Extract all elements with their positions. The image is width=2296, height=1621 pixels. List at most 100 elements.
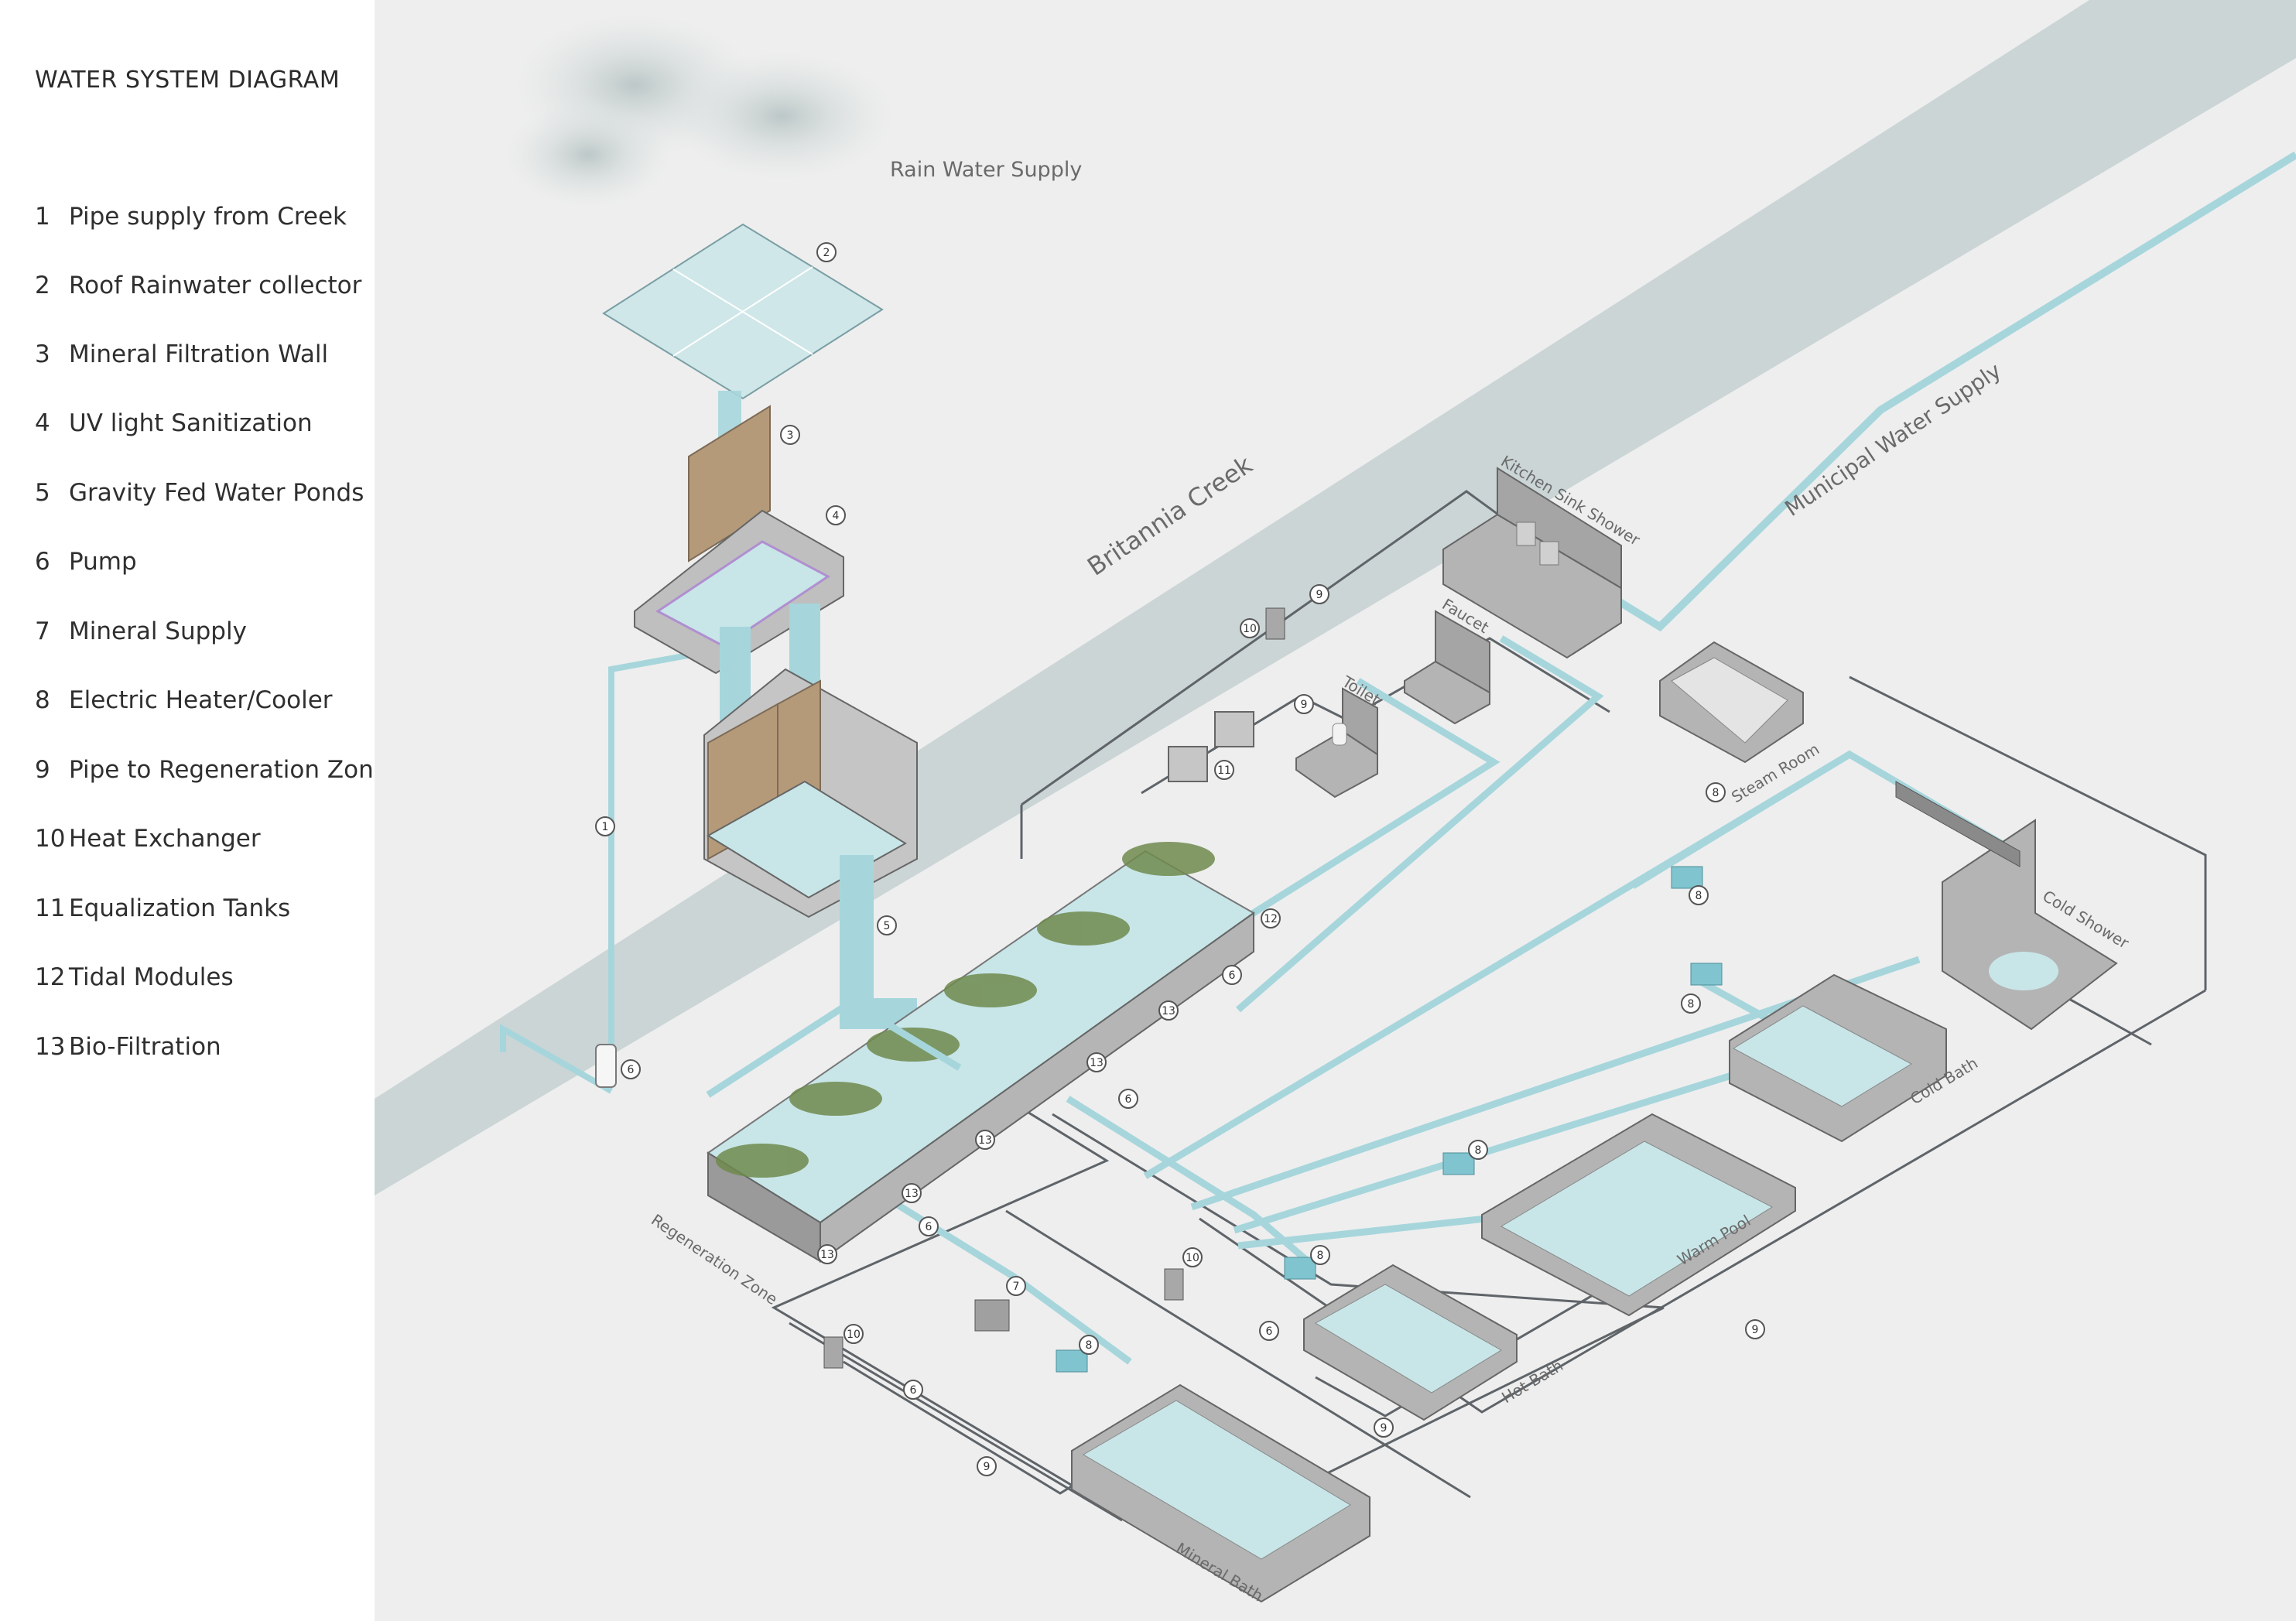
legend-text: Electric Heater/Cooler [69, 686, 333, 714]
equalization-tanks [1168, 711, 1254, 782]
marker-number: 6 [628, 1064, 635, 1076]
marker-number: 1 [602, 821, 609, 833]
diagram-area: Rain Water Supply Britannia Creek Munici… [375, 0, 2296, 1621]
legend-text: Pump [69, 548, 137, 576]
heater-icon [1284, 1257, 1316, 1280]
marker-circle [1240, 618, 1260, 638]
marker-number: 8 [1475, 1144, 1482, 1157]
legend-text: Equalization Tanks [69, 894, 291, 922]
regeneration-modules [707, 842, 1255, 1263]
marker-number: 6 [1125, 1093, 1132, 1106]
marker-number: 7 [1013, 1281, 1020, 1293]
marker-circle [1309, 584, 1329, 604]
marker-circle [903, 1380, 923, 1400]
legend-text: Bio-Filtration [69, 1033, 221, 1061]
marker-circle [1261, 908, 1281, 928]
marker-number: 8 [1086, 1339, 1093, 1352]
uv-sanitization-basin [634, 509, 844, 675]
marker-circle [1706, 782, 1726, 802]
legend-item: 8 Electric Heater/Cooler [35, 686, 333, 714]
legend-number: 6 [35, 548, 50, 576]
marker-number: 9 [1316, 589, 1323, 601]
legend-number: 2 [35, 272, 50, 299]
diagram-title: WATER SYSTEM DIAGRAM [35, 67, 340, 94]
marker-circle [1079, 1335, 1099, 1355]
legend-text: Heat Exchanger [69, 825, 261, 853]
marker-number: 6 [910, 1384, 917, 1397]
marker-number: 4 [833, 510, 840, 522]
warm-pool [1481, 1113, 1796, 1317]
legend-item: 6 Pump [35, 548, 137, 576]
marker-circle [1182, 1247, 1203, 1267]
legend-number: 4 [35, 409, 50, 437]
marker-circle [1374, 1418, 1394, 1438]
legend-number: 7 [35, 617, 50, 645]
marker-circle [1310, 1245, 1330, 1265]
marker-number: 2 [823, 247, 830, 259]
marker-circle [1006, 1276, 1026, 1296]
marker-circle [1214, 760, 1234, 780]
steam-room [1659, 641, 1804, 764]
marker-number: 6 [926, 1221, 932, 1233]
numbered-markers [595, 242, 1765, 1476]
marker-number: 10 [847, 1329, 861, 1341]
legend-number: 13 [35, 1033, 66, 1061]
kitchen-sink-shower [1442, 467, 1622, 659]
legend-number: 10 [35, 825, 66, 853]
marker-number: 6 [1266, 1325, 1273, 1338]
legend-number: 5 [35, 479, 50, 507]
creek-supply-pipe [608, 651, 697, 1083]
marker-circle [817, 1244, 837, 1264]
heat-exchanger-icon [1164, 1268, 1184, 1301]
marker-numbers: 1 2 3 4 5 6 6 6 6 6 6 7 8 8 8 8 8 8 9 9 … [602, 247, 1759, 1473]
marker-circle [877, 915, 897, 935]
marker-number: 8 [1317, 1250, 1324, 1262]
mineral-bath [1071, 1383, 1370, 1603]
marker-circle [1689, 885, 1709, 905]
heat-exchanger-icon [1265, 607, 1285, 640]
creek-intake-pipe [500, 1024, 613, 1094]
legend-number: 3 [35, 340, 50, 368]
marker-circle [1118, 1089, 1138, 1109]
grass-planting [716, 842, 1215, 1178]
rain-cloud-icon [503, 12, 898, 209]
marker-number: 13 [978, 1134, 992, 1147]
legend-text: Mineral Filtration Wall [69, 340, 329, 368]
marker-circle [1294, 694, 1314, 714]
hot-bath [1303, 1264, 1518, 1421]
marker-number: 5 [884, 920, 891, 932]
heater-icon [1442, 1152, 1475, 1175]
marker-circle [826, 505, 846, 525]
creek-pump-icon [595, 1044, 617, 1088]
legend-text: Tidal Modules [69, 963, 234, 991]
marker-number: 10 [1243, 623, 1257, 635]
marker-number: 9 [1752, 1324, 1759, 1336]
marker-circle [843, 1324, 864, 1344]
legend-number: 12 [35, 963, 66, 991]
heater-icon [1671, 866, 1703, 889]
marker-circle [1681, 993, 1701, 1014]
marker-circle [1259, 1321, 1279, 1341]
legend-text: Roof Rainwater collector [69, 272, 362, 299]
marker-number: 9 [984, 1461, 991, 1473]
legend-item: 3 Mineral Filtration Wall [35, 340, 328, 368]
marker-circle [975, 1130, 995, 1150]
legend-number: 8 [35, 686, 50, 714]
marker-number: 10 [1186, 1252, 1199, 1264]
marker-circle [977, 1456, 997, 1476]
marker-circle [902, 1183, 922, 1203]
legend-item: 2 Roof Rainwater collector [35, 272, 361, 299]
marker-circle [621, 1059, 641, 1079]
marker-number: 6 [1229, 970, 1236, 982]
marker-number: 11 [1217, 764, 1231, 777]
legend-text: Gravity Fed Water Ponds [69, 479, 364, 507]
legend-item: 5 Gravity Fed Water Ponds [35, 479, 364, 507]
heat-exchanger-icon [823, 1336, 843, 1369]
